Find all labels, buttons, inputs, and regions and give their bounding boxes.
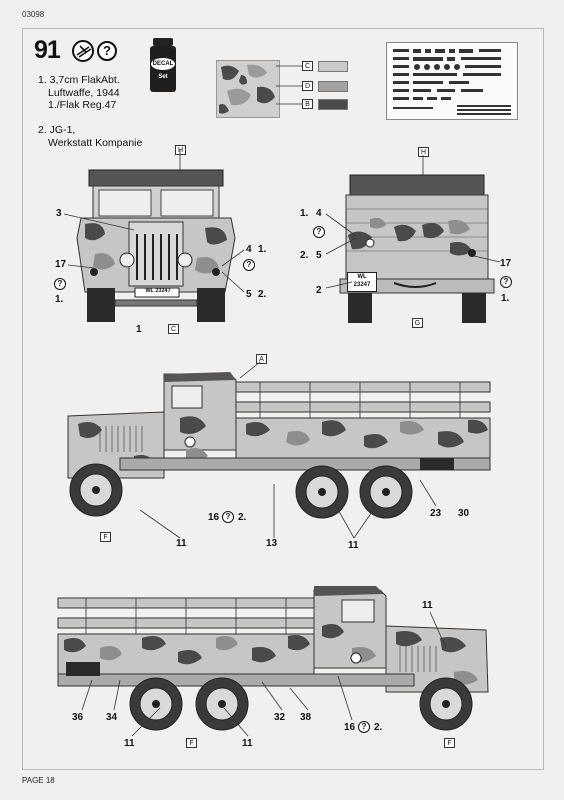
- rear-option-1-right: 1.: [501, 293, 510, 304]
- side1-part-13: 13: [266, 538, 278, 549]
- front-view-drawing: [76, 150, 236, 322]
- side2-marker-f-center: F: [186, 738, 197, 748]
- front-option-icon-left: ?: [54, 278, 66, 290]
- front-option-2-right: 2.: [258, 289, 267, 300]
- front-marker-c: C: [168, 324, 179, 334]
- side1-option-icon: ?: [222, 511, 234, 523]
- decal-sheet-thumbnail: [386, 42, 518, 120]
- side2-leaders: [81, 675, 353, 737]
- rear-part-4: 4: [316, 208, 322, 219]
- side1-part-11-rear: 11: [348, 540, 359, 551]
- rear-option-icon-right: ?: [500, 276, 512, 288]
- option-2-line-1: 2. JG-1,: [38, 124, 76, 136]
- swatch-b-letter: B: [302, 99, 313, 109]
- rear-leader-4-5: [325, 213, 357, 255]
- side2-leader-11-top: [429, 611, 447, 649]
- option-1-line-1: 1. 3,7cm FlakAbt.: [38, 74, 120, 86]
- rear-marker-g: G: [412, 318, 423, 328]
- side2-marker-f-right: F: [444, 738, 455, 748]
- rear-plate-line-2: 23247: [353, 282, 371, 288]
- decal-sub-label: Set: [158, 74, 168, 80]
- swatch-c-letter: C: [302, 61, 313, 71]
- side2-option-2: 2.: [374, 722, 383, 733]
- rear-option-2-left: 2.: [300, 250, 309, 261]
- rear-part-5: 5: [316, 250, 322, 261]
- side1-marker-a: A: [256, 354, 267, 364]
- front-option-1-right: 1.: [258, 244, 267, 255]
- front-part-1: 1: [136, 324, 142, 335]
- option-2-text: 2. JG-1, Werkstatt Kompanie: [38, 124, 142, 149]
- rear-plate-line-1: WL: [357, 274, 367, 280]
- rear-part-17: 17: [500, 258, 512, 269]
- rear-leader-17: [473, 255, 501, 263]
- option-1-text: 1. 3,7cm FlakAbt. Luftwaffe, 1944 1./Fla…: [38, 74, 120, 112]
- page-frame: [22, 28, 544, 770]
- side2-part-38: 38: [300, 712, 312, 723]
- front-part-3: 3: [56, 208, 62, 219]
- front-part-17: 17: [55, 259, 67, 270]
- question-icon: ?: [97, 41, 117, 61]
- side2-part-36: 36: [72, 712, 84, 723]
- option-2-line-2: Werkstatt Kompanie: [48, 136, 143, 149]
- side1-part-16: 16: [208, 512, 220, 523]
- step-number: 91: [34, 36, 61, 64]
- rear-leader-2: [325, 281, 353, 289]
- kit-code: 03098: [22, 10, 45, 19]
- swatch-c-color: [318, 61, 348, 72]
- side2-part-11-right: 11: [242, 738, 253, 749]
- page-number: PAGE 18: [22, 776, 55, 785]
- side2-part-11-top: 11: [422, 600, 433, 611]
- side2-part-34: 34: [106, 712, 118, 723]
- front-option-1-left: 1.: [55, 294, 64, 305]
- camo-sample: [216, 60, 280, 118]
- front-option-icon-right: ?: [243, 259, 255, 271]
- side1-marker-f: F: [100, 532, 111, 542]
- decal-set-icon: DECAL Set: [149, 38, 177, 94]
- decal-label: DECAL: [151, 58, 175, 70]
- side2-part-16: 16: [344, 722, 356, 733]
- front-leader-3: [63, 213, 135, 231]
- side1-part-23: 23: [430, 508, 442, 519]
- rear-part-2: 2: [316, 285, 322, 296]
- rear-view-drawing: [339, 155, 495, 323]
- option-1-line-2: Luftwaffe, 1944: [48, 86, 120, 99]
- side1-part-30: 30: [458, 508, 470, 519]
- side2-part-32: 32: [274, 712, 286, 723]
- front-part-5: 5: [246, 289, 252, 300]
- side2-part-11-left: 11: [124, 738, 135, 749]
- front-leader-4-5: [221, 249, 245, 293]
- front-plate-text: WL 23247: [145, 288, 171, 294]
- rear-option-icon-left: ?: [313, 226, 325, 238]
- swatch-d-letter: D: [302, 81, 313, 91]
- side-view-left-drawing: [67, 361, 491, 519]
- side-view-right-drawing: [57, 586, 489, 731]
- side1-leaders: [139, 479, 437, 539]
- front-part-4: 4: [246, 244, 252, 255]
- swatch-leader-lines: [276, 65, 302, 105]
- front-leader-17: [67, 264, 95, 269]
- option-1-line-3: 1./Flak Reg.47: [48, 99, 117, 111]
- swatch-b-color: [318, 99, 348, 110]
- side1-part-11-front: 11: [176, 538, 187, 549]
- stencil-icon: [72, 40, 94, 62]
- rear-option-1-left: 1.: [300, 208, 309, 219]
- front-view-marker-h: H: [175, 145, 186, 155]
- swatch-d-color: [318, 81, 348, 92]
- rear-plate: WL 23247: [347, 272, 377, 292]
- side2-option-icon: ?: [358, 721, 370, 733]
- rear-view-marker-h: H: [418, 147, 429, 157]
- side1-option-2: 2.: [238, 512, 247, 523]
